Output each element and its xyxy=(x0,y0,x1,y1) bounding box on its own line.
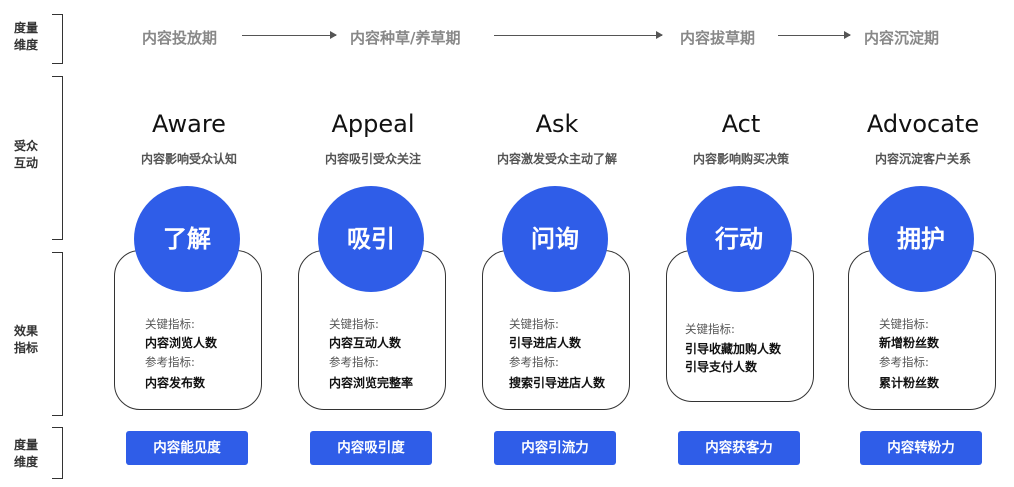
key-metric-value: 内容互动人数 xyxy=(329,336,402,350)
stage-circle: 拥护 xyxy=(868,186,974,292)
ref-metric-value: 累计粉丝数 xyxy=(879,376,940,390)
stage-subtitle: 内容沉淀客户关系 xyxy=(874,152,971,166)
measure-badge: 内容获客力 xyxy=(678,431,800,465)
stage-circle: 吸引 xyxy=(318,186,424,292)
key-metric-value: 引导进店人数 xyxy=(509,336,582,350)
stage-subtitle: 内容吸引受众关注 xyxy=(324,152,421,166)
stage-title: Aware xyxy=(152,110,226,138)
key-metric-label: 关键指标: xyxy=(879,317,929,331)
arrow-3 xyxy=(778,31,851,39)
key-metric-label: 关键指标: xyxy=(685,322,735,336)
measure-badge: 内容转粉力 xyxy=(860,431,982,465)
side-label-audience: 受众 互动 xyxy=(13,139,38,170)
arrow-1 xyxy=(242,31,337,39)
stage-title: Advocate xyxy=(866,110,980,138)
ref-metric-value: 内容发布数 xyxy=(145,376,206,390)
side-label-measure-top: 度量 维度 xyxy=(13,21,38,52)
phase-seeding: 内容种草/养草期 xyxy=(350,29,461,47)
stage-circle: 问询 xyxy=(502,186,608,292)
ref-metric-label: 参考指标: xyxy=(879,355,929,369)
measure-badge: 内容能见度 xyxy=(126,431,248,465)
phase-retention: 内容沉淀期 xyxy=(864,29,940,47)
phase-conversion: 内容拔草期 xyxy=(680,29,756,47)
key-metric-value: 引导收藏加购人数 xyxy=(685,342,782,356)
measure-badge: 内容引流力 xyxy=(494,431,616,465)
phase-delivery: 内容投放期 xyxy=(142,29,218,47)
ref-metric-label: 参考指标: xyxy=(145,355,195,369)
ref-metric-label: 参考指标: xyxy=(509,355,559,369)
side-label-measure-bottom: 度量 维度 xyxy=(13,438,38,469)
ref-metric-value: 搜索引导进店人数 xyxy=(509,376,606,390)
stage-subtitle: 内容影响购买决策 xyxy=(692,152,789,166)
key-metric-label: 关键指标: xyxy=(509,317,559,331)
side-label-effect: 效果 指标 xyxy=(13,324,38,355)
ref-metric-label: 参考指标: xyxy=(329,355,379,369)
arrow-2 xyxy=(494,31,663,39)
key-metric-value: 新增粉丝数 xyxy=(879,336,940,350)
stage-subtitle: 内容激发受众主动了解 xyxy=(496,152,617,166)
stage-title: Ask xyxy=(535,110,579,138)
stage-circle: 行动 xyxy=(686,186,792,292)
measure-badge: 内容吸引度 xyxy=(310,431,432,465)
bracket-measure-bottom xyxy=(52,427,63,479)
stage-circle: 了解 xyxy=(134,186,240,292)
bracket-effect xyxy=(52,252,63,416)
key-metric-value: 内容浏览人数 xyxy=(145,336,218,350)
stage-title: Appeal xyxy=(331,110,415,138)
key-metric-label: 关键指标: xyxy=(145,317,195,331)
stage-subtitle: 内容影响受众认知 xyxy=(140,152,237,166)
bracket-measure-top xyxy=(52,14,63,64)
stage-title: Act xyxy=(721,110,761,138)
ref-metric-value: 内容浏览完整率 xyxy=(329,376,414,390)
key-metric-label: 关键指标: xyxy=(329,317,379,331)
bracket-audience xyxy=(52,76,63,240)
key-metric-value-2: 引导支付人数 xyxy=(685,360,758,374)
